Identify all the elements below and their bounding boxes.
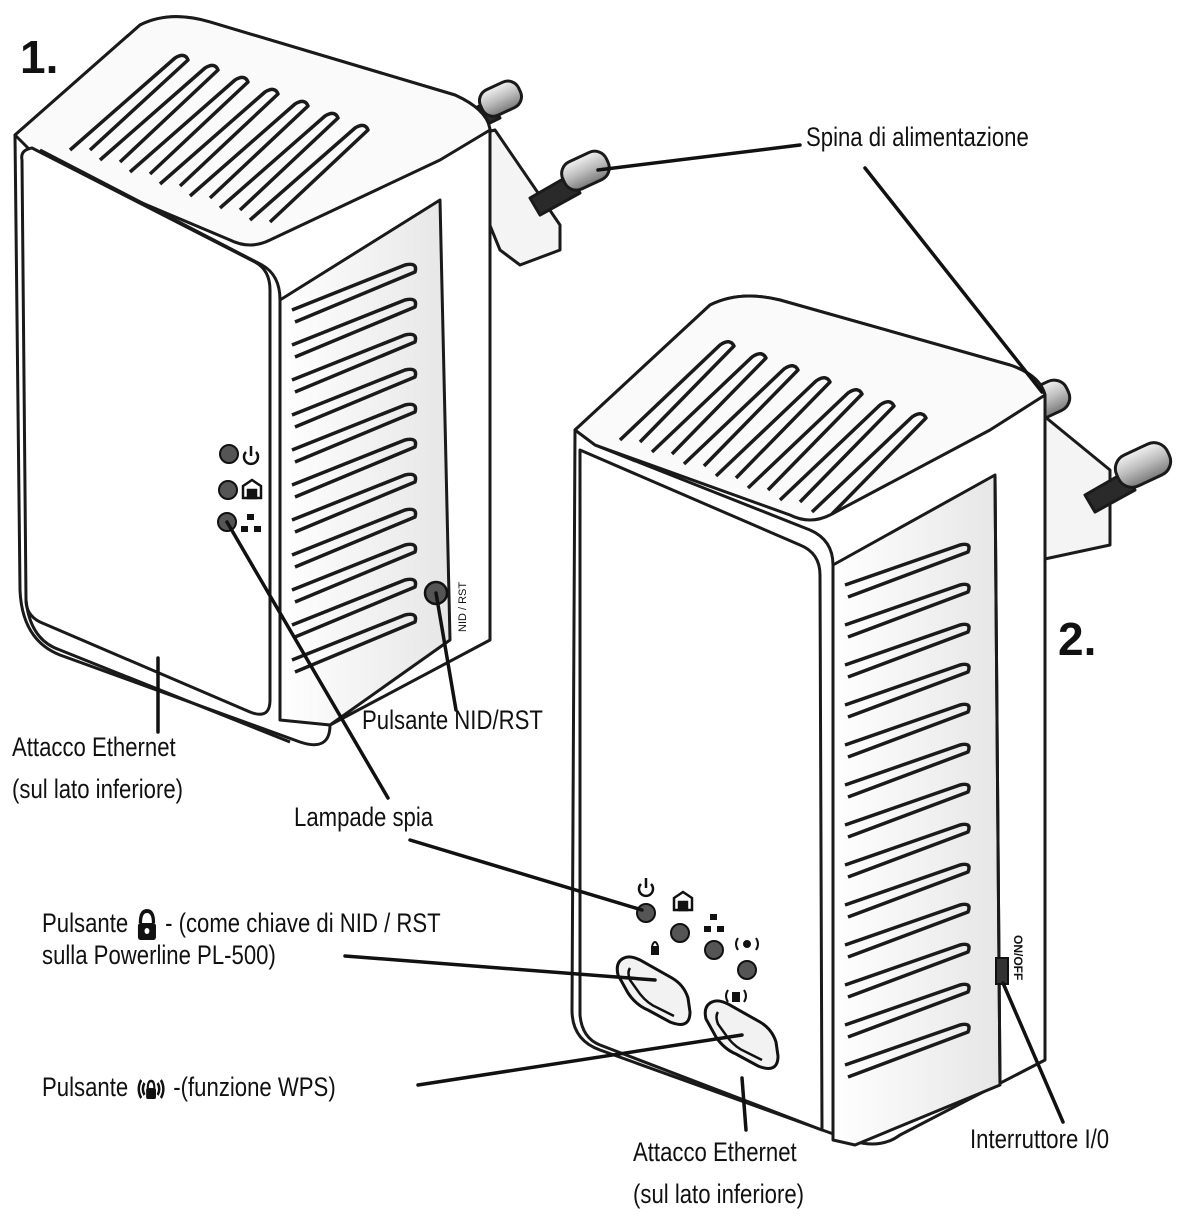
leader-lamps-2 bbox=[408, 838, 644, 912]
ethernet-icon bbox=[241, 514, 261, 532]
device-2-leds bbox=[636, 903, 757, 980]
label-wps-button: Pulsante -(funzione WPS) bbox=[42, 1070, 336, 1104]
label-nid-rst-button: Pulsante NID/RST bbox=[362, 705, 543, 735]
label-indicator-lamps: Lampade spia bbox=[294, 802, 434, 832]
on-off-switch[interactable] bbox=[995, 957, 1009, 985]
device-1-leds bbox=[217, 444, 239, 532]
label-wps-button-suffix: -(funzione WPS) bbox=[173, 1072, 336, 1102]
label-ethernet-2-line2: (sul lato inferiore) bbox=[633, 1179, 805, 1209]
leader-lines bbox=[156, 143, 1065, 1132]
leader-lamps-1 bbox=[225, 520, 390, 800]
leader-ethernet-2 bbox=[740, 1076, 748, 1132]
label-ethernet-1-line2: (sul lato inferiore) bbox=[12, 774, 184, 804]
lock-icon bbox=[651, 941, 659, 955]
label-lock-button-line2: sulla Powerline PL-500) bbox=[42, 940, 276, 970]
label-ethernet-2-line1: Attacco Ethernet bbox=[633, 1137, 797, 1167]
leader-switch bbox=[1001, 981, 1065, 1124]
lock-icon bbox=[137, 908, 156, 940]
nid-rst-side-text: NID / RST bbox=[457, 582, 469, 632]
label-ethernet-1-line1: Attacco Ethernet bbox=[12, 732, 176, 762]
lock-button[interactable] bbox=[615, 955, 692, 1026]
wps-lock-icon bbox=[137, 1079, 165, 1099]
device-2 bbox=[570, 294, 1173, 1147]
label-wps-button-prefix: Pulsante bbox=[42, 1072, 129, 1102]
on-off-side-text: ON/OFF bbox=[1011, 935, 1025, 980]
wps-lock-icon bbox=[725, 989, 747, 1003]
leader-nid-rst bbox=[434, 591, 458, 712]
device-number-2: 2. bbox=[1058, 613, 1097, 665]
leader-lock-button bbox=[343, 954, 657, 982]
power-icon bbox=[637, 878, 655, 898]
power-icon bbox=[242, 446, 260, 466]
home-network-icon bbox=[672, 890, 694, 912]
device-number-1: 1. bbox=[20, 31, 59, 83]
leader-power-plug-2 bbox=[863, 166, 1044, 394]
device-1 bbox=[13, 15, 611, 747]
leader-power-plug-1 bbox=[596, 143, 802, 172]
ethernet-icon bbox=[704, 914, 724, 932]
label-switch: Interruttore I/0 bbox=[970, 1124, 1110, 1154]
label-lock-button: Pulsante - (come chiave di NID / RST bbox=[42, 906, 441, 942]
home-network-icon bbox=[241, 478, 263, 500]
label-lock-button-prefix: Pulsante bbox=[42, 908, 129, 938]
label-power-plug: Spina di alimentazione bbox=[806, 122, 1029, 152]
label-lock-button-suffix: - (come chiave di NID / RST bbox=[165, 908, 441, 938]
leader-wps-button bbox=[416, 1033, 744, 1087]
wifi-icon bbox=[735, 937, 759, 951]
